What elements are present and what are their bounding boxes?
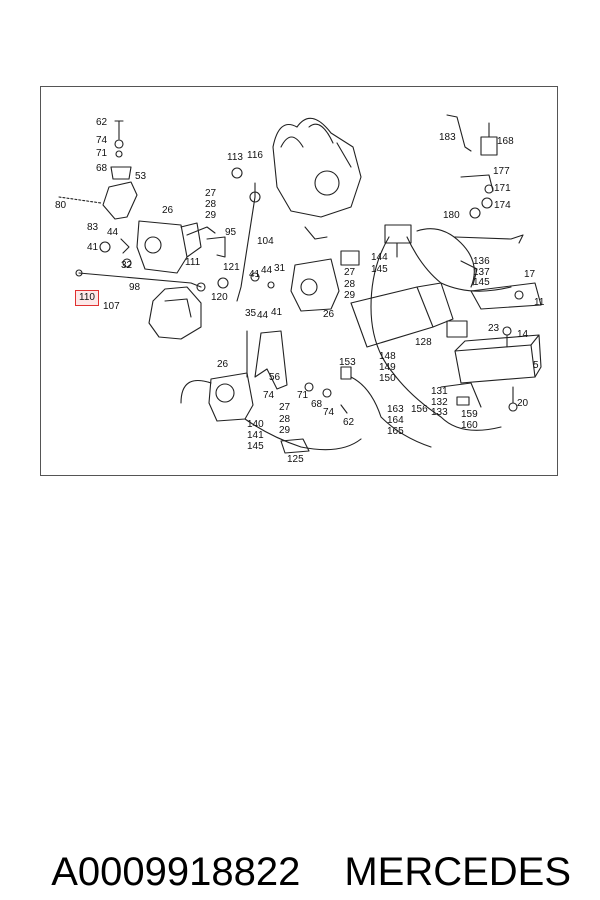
callout-label: 95 (225, 227, 237, 238)
callout-label: 68 (96, 163, 108, 174)
callout-label: 145 (247, 441, 264, 452)
callout-label: 32 (121, 260, 133, 271)
callout-label: 31 (274, 263, 286, 274)
callout-label: 153 (339, 357, 356, 368)
callout-label: 44 (257, 310, 269, 321)
callout-label: 145 (473, 277, 490, 288)
callout-label: 165 (387, 426, 404, 437)
callout-label: 98 (129, 282, 141, 293)
callout-label: 137 (473, 267, 490, 278)
callout-label: 136 (473, 256, 490, 267)
callout-label: 80 (55, 200, 67, 211)
callout-label: 132 (431, 397, 448, 408)
callout-label: 11 (534, 297, 545, 308)
callout-label: 149 (379, 362, 396, 373)
exploded-view-drawing (58, 114, 542, 454)
callout-label: 111 (185, 257, 201, 268)
callout-label-highlighted: 110 (75, 290, 99, 306)
callout-label: 74 (96, 135, 108, 146)
callout-label: 44 (107, 227, 119, 238)
callout-label: 20 (517, 398, 529, 409)
callout-label: 27 (344, 267, 356, 278)
callout-label: 44 (261, 265, 273, 276)
callout-label: 83 (87, 222, 99, 233)
callout-label: 133 (431, 407, 448, 418)
callout-label: 144 (371, 252, 388, 263)
callout-label: 26 (162, 205, 174, 216)
callout-label: 28 (279, 414, 291, 425)
callout-label: 29 (344, 290, 356, 301)
callout-label: 145 (371, 264, 388, 275)
parts-diagram: 62 74 71 68 53 80 26 27 28 29 83 44 41 3… (40, 86, 558, 476)
callout-label: 71 (96, 148, 108, 159)
callout-label: 160 (461, 420, 478, 431)
callout-label: 27 (205, 188, 217, 199)
callout-label: 41 (271, 307, 283, 318)
callout-label: 125 (287, 454, 304, 465)
callout-label: 183 (439, 132, 456, 143)
callout-label: 35 (245, 308, 257, 319)
callout-label: 140 (247, 419, 264, 430)
callout-label: 71 (297, 390, 309, 401)
callout-label: 131 (431, 386, 448, 397)
callout-label: 29 (279, 425, 291, 436)
callout-label: 62 (343, 417, 355, 428)
callout-label: 26 (217, 359, 229, 370)
callout-label: 121 (223, 262, 240, 273)
callout-label: 74 (263, 390, 275, 401)
part-number: A0009918822 (51, 850, 301, 894)
callout-label: 174 (494, 200, 511, 211)
callout-label: 128 (415, 337, 432, 348)
brand-name: MERCEDES (344, 850, 572, 894)
callout-label: 74 (323, 407, 335, 418)
callout-label: 62 (96, 117, 108, 128)
callout-label: 180 (443, 210, 460, 221)
callout-label: 164 (387, 415, 404, 426)
callout-label: 177 (493, 166, 510, 177)
callout-label: 150 (379, 373, 396, 384)
callout-label: 159 (461, 409, 478, 420)
callout-label: 163 (387, 404, 404, 415)
callout-label: 27 (279, 402, 291, 413)
callout-label: 23 (488, 323, 500, 334)
callout-label: 26 (323, 309, 335, 320)
callout-label: 104 (257, 236, 274, 247)
callout-label: 148 (379, 351, 396, 362)
callout-label: 107 (103, 301, 120, 312)
product-caption: A0009918822 MERCEDES (0, 805, 600, 895)
callout-label: 113 (227, 152, 243, 163)
callout-label: 141 (247, 430, 264, 441)
callout-label: 28 (205, 199, 217, 210)
callout-label: 116 (247, 150, 263, 161)
callout-label: 171 (494, 183, 511, 194)
callout-label: 56 (269, 372, 281, 383)
callout-label: 156 (411, 404, 428, 415)
callout-label: 5 (533, 360, 539, 371)
callout-label: 28 (344, 279, 356, 290)
callout-label: 14 (517, 329, 529, 340)
callout-label: 53 (135, 171, 147, 182)
callout-label: 41 (87, 242, 99, 253)
callout-label: 17 (524, 269, 536, 280)
callout-label: 168 (497, 136, 514, 147)
callout-label: 29 (205, 210, 217, 221)
callout-label: 120 (211, 292, 228, 303)
callout-label: 68 (311, 399, 323, 410)
callout-label: 41 (249, 269, 261, 280)
